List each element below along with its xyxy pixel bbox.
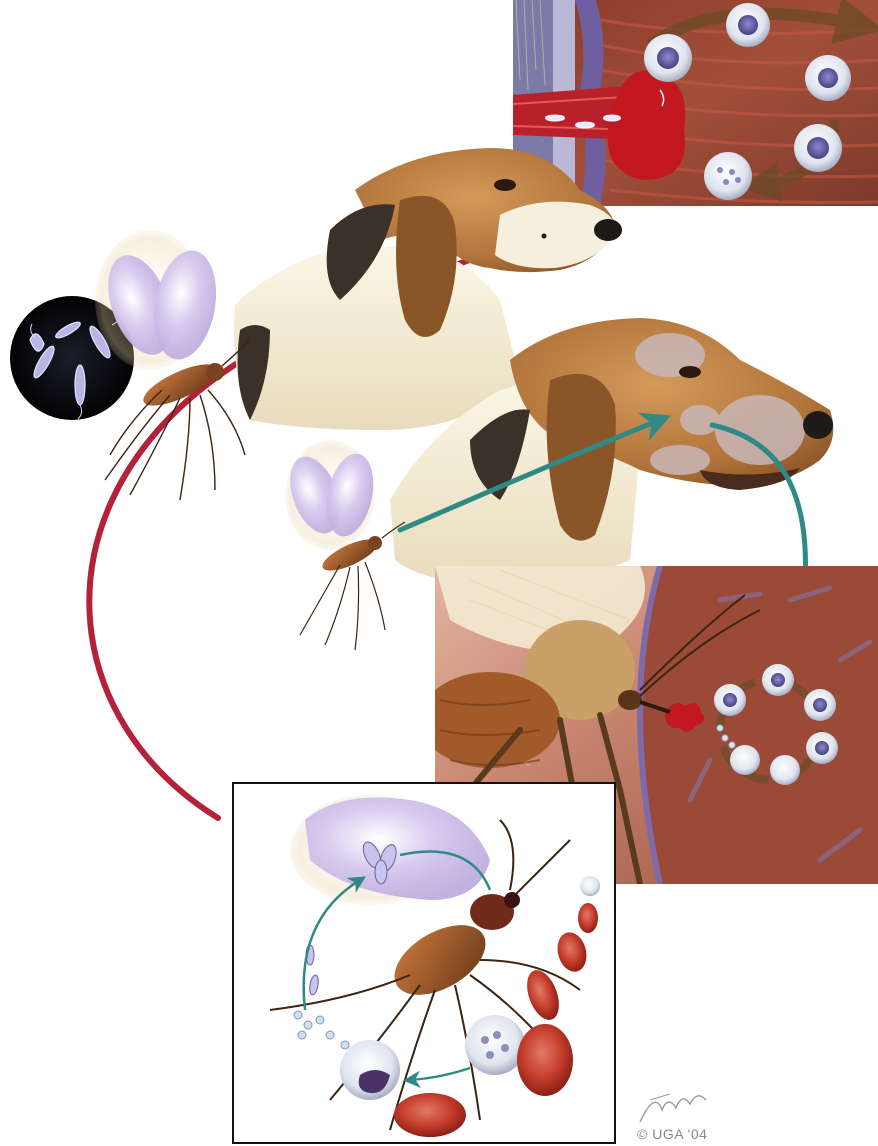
sand-fly-gut-cycle-inset xyxy=(233,783,615,1143)
artist-signature xyxy=(640,1094,706,1122)
sand-fly-icon xyxy=(281,440,405,650)
copyright-label: © UGA '04 xyxy=(637,1126,707,1142)
skin-tissue-inset-top xyxy=(513,0,878,206)
